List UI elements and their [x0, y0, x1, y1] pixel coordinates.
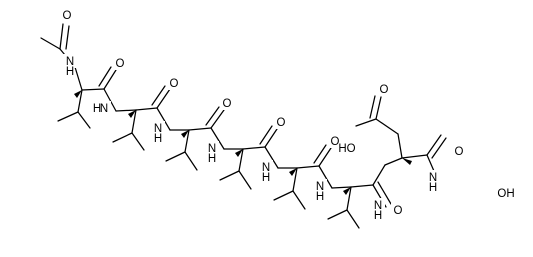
- atom-label-oxygen: O: [394, 205, 403, 217]
- stereo-wedge: [128, 110, 136, 118]
- stereo-wedge: [289, 168, 297, 176]
- stereo-wedge: [343, 187, 351, 195]
- atom-label-nitrogen: N: [429, 172, 437, 184]
- atom-label-hydrogen: H: [154, 133, 162, 145]
- bonds: [40, 23, 447, 229]
- atom-label-nitrogen: N: [316, 181, 324, 193]
- atom-label-nitrogen: N: [154, 123, 162, 135]
- atom-label-nitrogen: N: [66, 56, 74, 68]
- atom-label-oxygen: O: [277, 117, 286, 129]
- atom-label-nitrogen: N: [100, 103, 108, 115]
- atom-label-nitrogen: N: [262, 162, 270, 174]
- atom-label-nitrogen: N: [374, 200, 382, 212]
- atom-label-oxygen: O: [331, 136, 340, 148]
- stereo-wedge: [402, 158, 412, 165]
- atom-label-hydrogen: H: [66, 66, 74, 78]
- atom-label-hydrogen: H: [316, 191, 324, 203]
- atom-labels: O N H O N H O N H O N H O N H O N H N H …: [63, 10, 515, 222]
- stereo-wedges: [74, 90, 412, 195]
- atom-label-hydrogen: H: [93, 103, 101, 115]
- atom-label-oxygen: O: [116, 58, 125, 70]
- atom-label-hydroxyl: OH: [497, 188, 514, 200]
- stereo-wedge: [181, 130, 189, 138]
- atom-label-oxygen: O: [455, 146, 464, 158]
- atom-label-oxygen: O: [170, 78, 179, 90]
- stereo-wedge: [74, 90, 82, 98]
- atom-label-oxygen: O: [63, 10, 72, 22]
- atom-label-backgrounds: [60, 8, 519, 217]
- atom-label-oxygen: O: [223, 98, 232, 110]
- stereo-wedge: [235, 149, 243, 157]
- atom-label-hydrogen: H: [429, 182, 437, 194]
- atom-label-hydroxyl: HO: [338, 143, 355, 155]
- atom-label-nitrogen: N: [208, 143, 216, 155]
- atom-label-hydrogen: H: [262, 172, 270, 184]
- atom-label-oxygen: O: [380, 84, 389, 96]
- atom-label-hydrogen: H: [374, 210, 382, 222]
- atom-label-hydrogen: H: [208, 153, 216, 165]
